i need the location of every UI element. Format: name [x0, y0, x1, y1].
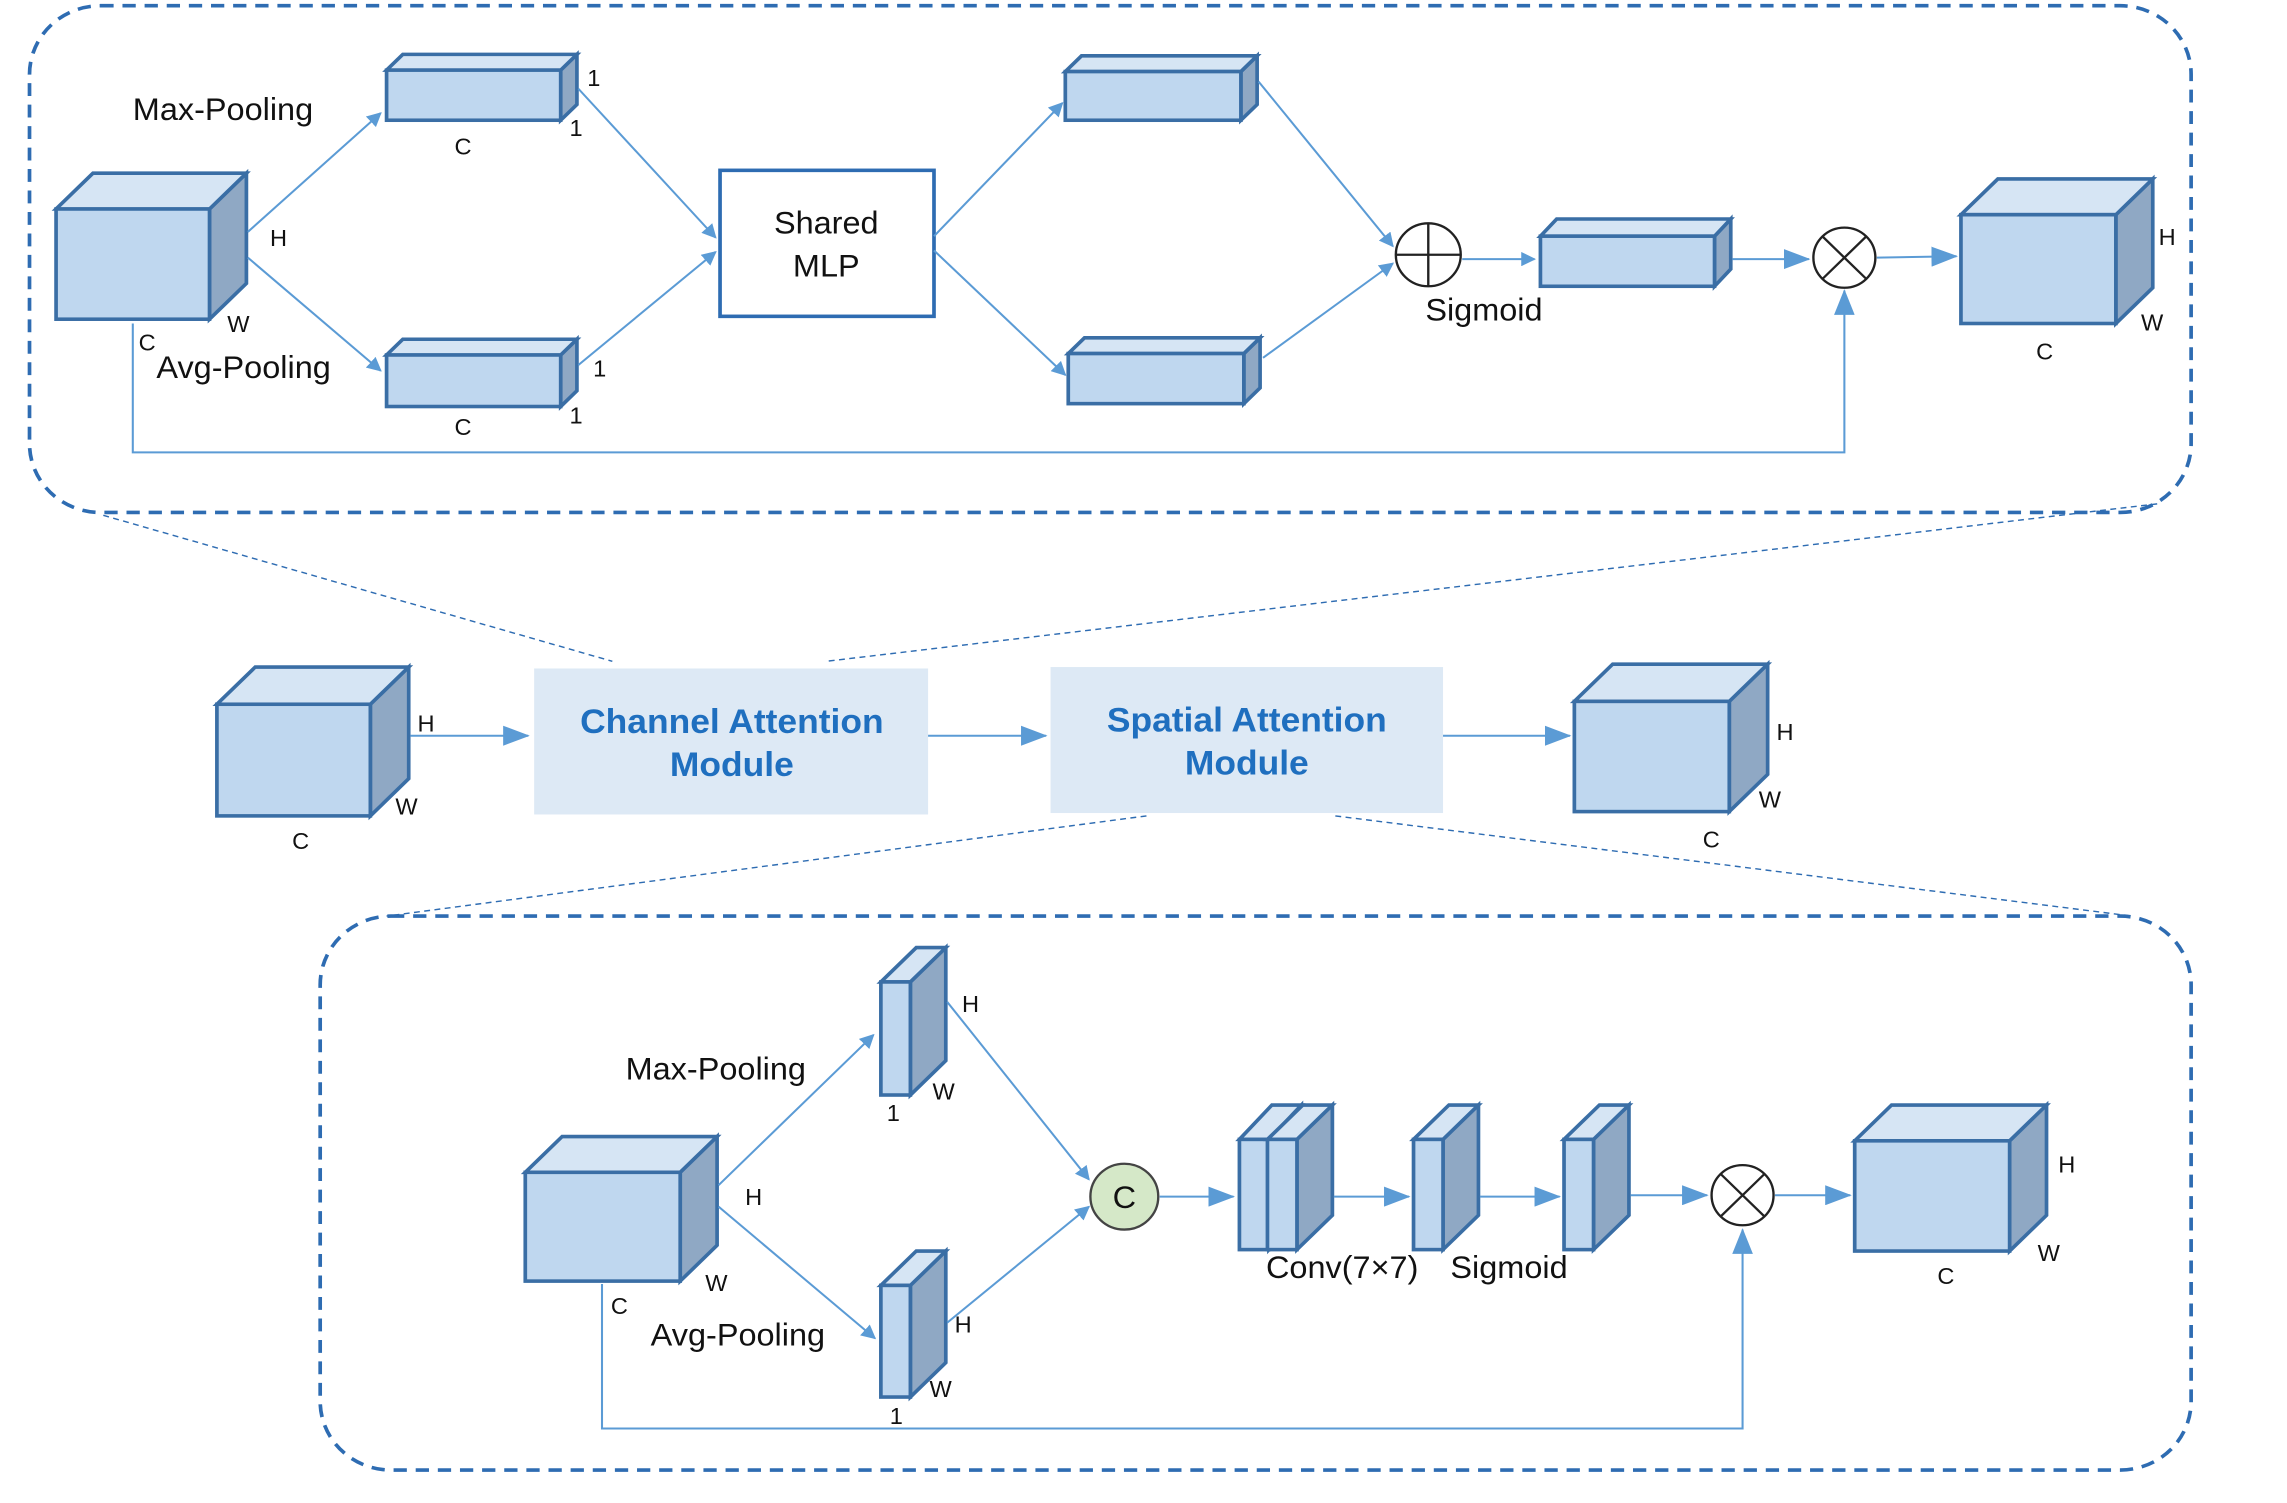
ca-multiply-operator	[1812, 226, 1877, 289]
sa-maxpool-h: H	[962, 991, 979, 1017]
spatial-detail-border	[318, 914, 2193, 1472]
pipeline-input-c: C	[292, 828, 309, 854]
shared-mlp-label-1: Shared	[774, 205, 879, 240]
sa-output-cube	[1850, 1100, 2051, 1256]
channel-attention-title-2: Module	[670, 745, 794, 783]
ca-avgpool-dim-c: C	[454, 414, 471, 440]
channel-attention-title-1: Channel Attention	[580, 702, 884, 740]
sa-input-cube	[520, 1132, 722, 1286]
sa-output-h: H	[2058, 1152, 2075, 1178]
sa-avgpool-1: 1	[890, 1404, 903, 1430]
pipeline-output-h: H	[1777, 719, 1794, 745]
ca-zoom-connector-right	[826, 503, 2158, 663]
channel-attention-detail: H W C 1 1 C Max-Pooling 1 1 C Avg-Poolin…	[27, 3, 2193, 515]
ca-maxpool-dim-1a: 1	[587, 65, 600, 91]
ca-maxpool-tensor	[382, 50, 582, 125]
ca-sigmoid-label: Sigmoid	[1425, 292, 1542, 327]
ca-output-c: C	[2036, 339, 2053, 365]
ca-input-w: W	[227, 311, 249, 337]
sa-zoom-connector-left	[386, 815, 1147, 917]
ca-input-cube	[51, 168, 251, 324]
sa-output-c: C	[1937, 1263, 1954, 1289]
sa-zoom-connector-right	[1335, 815, 2133, 917]
ca-output-h: H	[2159, 224, 2176, 250]
sa-attention-map	[1559, 1100, 1634, 1254]
shared-mlp-box	[718, 168, 936, 319]
ca-input-h: H	[270, 226, 287, 252]
sa-output-w: W	[2038, 1240, 2060, 1266]
ca-input-c: C	[139, 330, 156, 356]
pipeline-input-w: W	[395, 794, 417, 820]
sa-avgpool-map	[876, 1246, 951, 1402]
sa-input-c: C	[611, 1293, 628, 1319]
sa-concat-maps	[1235, 1100, 1337, 1255]
ca-attention-map	[1536, 214, 1735, 291]
sa-conv-map	[1409, 1100, 1483, 1254]
sa-multiply-operator	[1710, 1164, 1775, 1227]
spatial-attention-title-2: Module	[1185, 744, 1309, 782]
pipeline-output-c: C	[1703, 827, 1720, 853]
spatial-attention-title-1: Spatial Attention	[1107, 701, 1387, 739]
spatial-attention-module	[1050, 667, 1444, 814]
sa-max-pooling-label: Max-Pooling	[626, 1051, 806, 1086]
spatial-attention-detail: H W C H W 1 Max-Pooling H W 1 Avg-Poolin…	[318, 914, 2193, 1472]
ca-maxpool-dim-c: C	[454, 134, 471, 160]
ca-avgpool-dim-1a: 1	[593, 356, 606, 382]
sa-concat-label: C	[1113, 1180, 1136, 1215]
pipeline-input-h: H	[418, 711, 435, 737]
ca-zoom-connector-left	[103, 514, 613, 662]
ca-avgpool-dim-1b: 1	[570, 403, 583, 429]
sa-concat-operator	[1089, 1162, 1160, 1231]
sa-flow-arrows	[600, 1001, 1852, 1430]
cbam-pipeline: H W C Channel Attention Module Spatial A…	[212, 659, 1794, 854]
sa-avgpool-w: W	[930, 1376, 952, 1402]
channel-detail-border	[27, 3, 2193, 515]
sa-avg-pooling-label: Avg-Pooling	[651, 1317, 825, 1352]
ca-output-cube	[1956, 174, 2158, 328]
sa-conv-label: Conv(7×7)	[1266, 1250, 1418, 1285]
sa-avgpool-h: H	[955, 1312, 972, 1338]
shared-mlp-label-2: MLP	[793, 248, 860, 283]
pipeline-output-cube	[1569, 659, 1773, 816]
pipeline-input-cube	[212, 662, 414, 821]
sa-maxpool-w: W	[933, 1079, 955, 1105]
sa-sigmoid-label: Sigmoid	[1450, 1250, 1567, 1285]
ca-output-w: W	[2141, 310, 2163, 336]
sa-input-h: H	[745, 1185, 762, 1211]
ca-flow-arrows	[131, 80, 1958, 454]
ca-mlp-out-top	[1060, 51, 1262, 125]
ca-maxpool-dim-1b: 1	[570, 115, 583, 141]
sa-maxpool-1: 1	[887, 1100, 900, 1126]
ca-avg-pooling-label: Avg-Pooling	[156, 349, 330, 384]
ca-max-pooling-label: Max-Pooling	[133, 92, 313, 127]
channel-attention-module	[534, 668, 929, 815]
ca-sum-operator	[1394, 222, 1462, 288]
pipeline-output-w: W	[1759, 787, 1781, 813]
ca-avgpool-tensor	[382, 334, 582, 411]
ca-mlp-out-bottom	[1063, 333, 1265, 408]
sa-input-w: W	[705, 1270, 727, 1296]
sa-maxpool-map	[876, 943, 951, 1100]
